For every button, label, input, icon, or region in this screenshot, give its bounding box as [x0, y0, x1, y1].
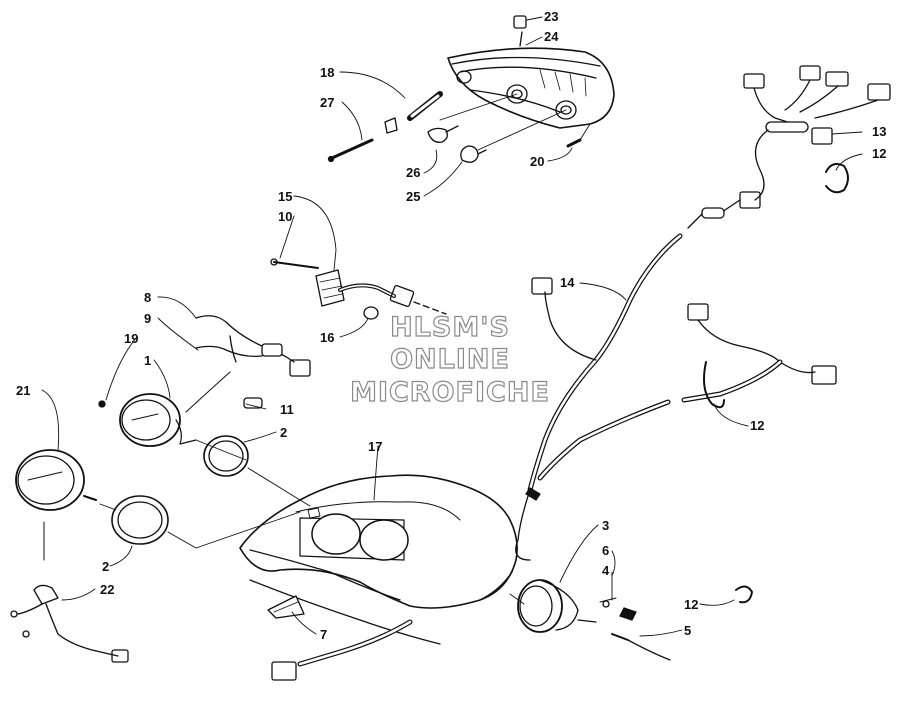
item-22-harness	[10, 584, 129, 663]
callout-25: 25	[406, 189, 421, 204]
callout-27: 27	[320, 95, 335, 110]
callout-18: 18	[320, 65, 335, 80]
callout-4: 4	[602, 563, 610, 578]
callout-12-upper: 12	[872, 146, 887, 161]
bulb-parts	[327, 91, 591, 163]
callout-2-lower: 2	[102, 559, 110, 574]
gauge-large	[15, 449, 97, 561]
callout-9: 9	[144, 311, 152, 326]
callout-6: 6	[602, 543, 610, 558]
callout-19: 19	[124, 331, 139, 346]
callout-21: 21	[16, 383, 31, 398]
callout-7: 7	[320, 627, 328, 642]
watermark: HLSM'S ONLINE MICROFICHE	[330, 311, 570, 409]
callout-13: 13	[872, 124, 887, 139]
watermark-line-1: HLSM'S	[389, 311, 510, 343]
callout-8: 8	[144, 290, 152, 305]
switch-assembly	[270, 258, 447, 320]
watermark-line-3: MICROFICHE	[349, 376, 550, 408]
callout-3: 3	[602, 518, 610, 533]
callout-26: 26	[406, 165, 421, 180]
leader-lines	[41, 16, 863, 637]
callout-5: 5	[684, 623, 692, 638]
explosion-lines	[99, 439, 525, 605]
callout-22: 22	[100, 582, 115, 597]
watermark-line-2: ONLINE	[389, 344, 510, 376]
callout-24: 24	[544, 29, 559, 44]
main-harness	[515, 233, 683, 561]
bezel-rings	[111, 435, 249, 545]
callout-23: 23	[544, 9, 559, 24]
console-hood	[239, 474, 518, 645]
callout-14: 14	[560, 275, 575, 290]
lower-harness	[271, 619, 413, 681]
callout-1: 1	[144, 353, 152, 368]
upper-right-harness	[687, 65, 891, 229]
gauge-small	[98, 393, 197, 447]
headlight-assembly	[447, 15, 615, 129]
callout-10: 10	[278, 209, 293, 224]
callout-16: 16	[320, 330, 335, 345]
gauge-right	[517, 579, 753, 661]
callout-12-middle: 12	[750, 418, 765, 433]
callout-15: 15	[278, 189, 293, 204]
decal	[267, 595, 305, 619]
callout-12-lower: 12	[684, 597, 699, 612]
callout-17: 17	[368, 439, 383, 454]
gauge-wiring	[185, 315, 311, 413]
right-middle-harness	[681, 303, 837, 409]
callout-11: 11	[280, 402, 294, 417]
callout-20: 20	[530, 154, 545, 169]
callout-2-upper: 2	[280, 425, 288, 440]
